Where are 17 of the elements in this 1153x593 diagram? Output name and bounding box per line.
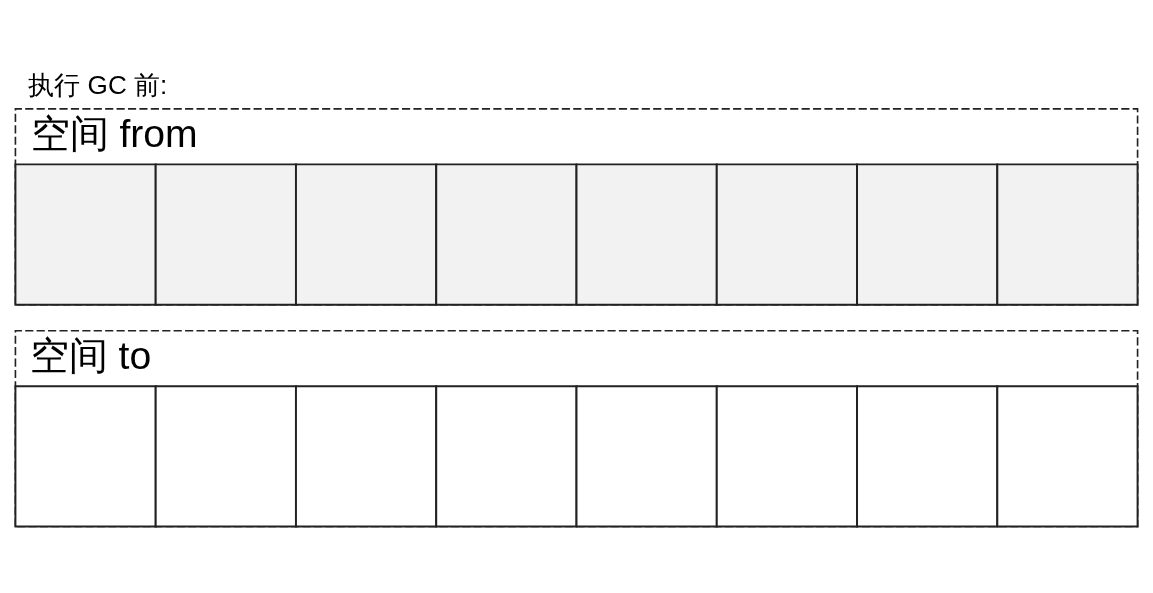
node-box	[856, 163, 999, 306]
diagram-title: 执行 GC 前:	[28, 69, 168, 100]
node-box	[154, 385, 297, 528]
node-box	[575, 163, 718, 306]
node-box	[14, 163, 157, 306]
node-box	[715, 163, 858, 306]
node-box	[715, 385, 858, 528]
node-box	[154, 163, 297, 306]
node-box	[294, 385, 438, 528]
node-box	[996, 163, 1139, 306]
node-box	[14, 385, 157, 528]
node-box	[575, 385, 718, 528]
node-box	[435, 385, 578, 528]
node-box	[996, 385, 1139, 528]
node-box	[856, 385, 999, 528]
node-box	[435, 163, 578, 306]
node-box	[294, 163, 438, 306]
